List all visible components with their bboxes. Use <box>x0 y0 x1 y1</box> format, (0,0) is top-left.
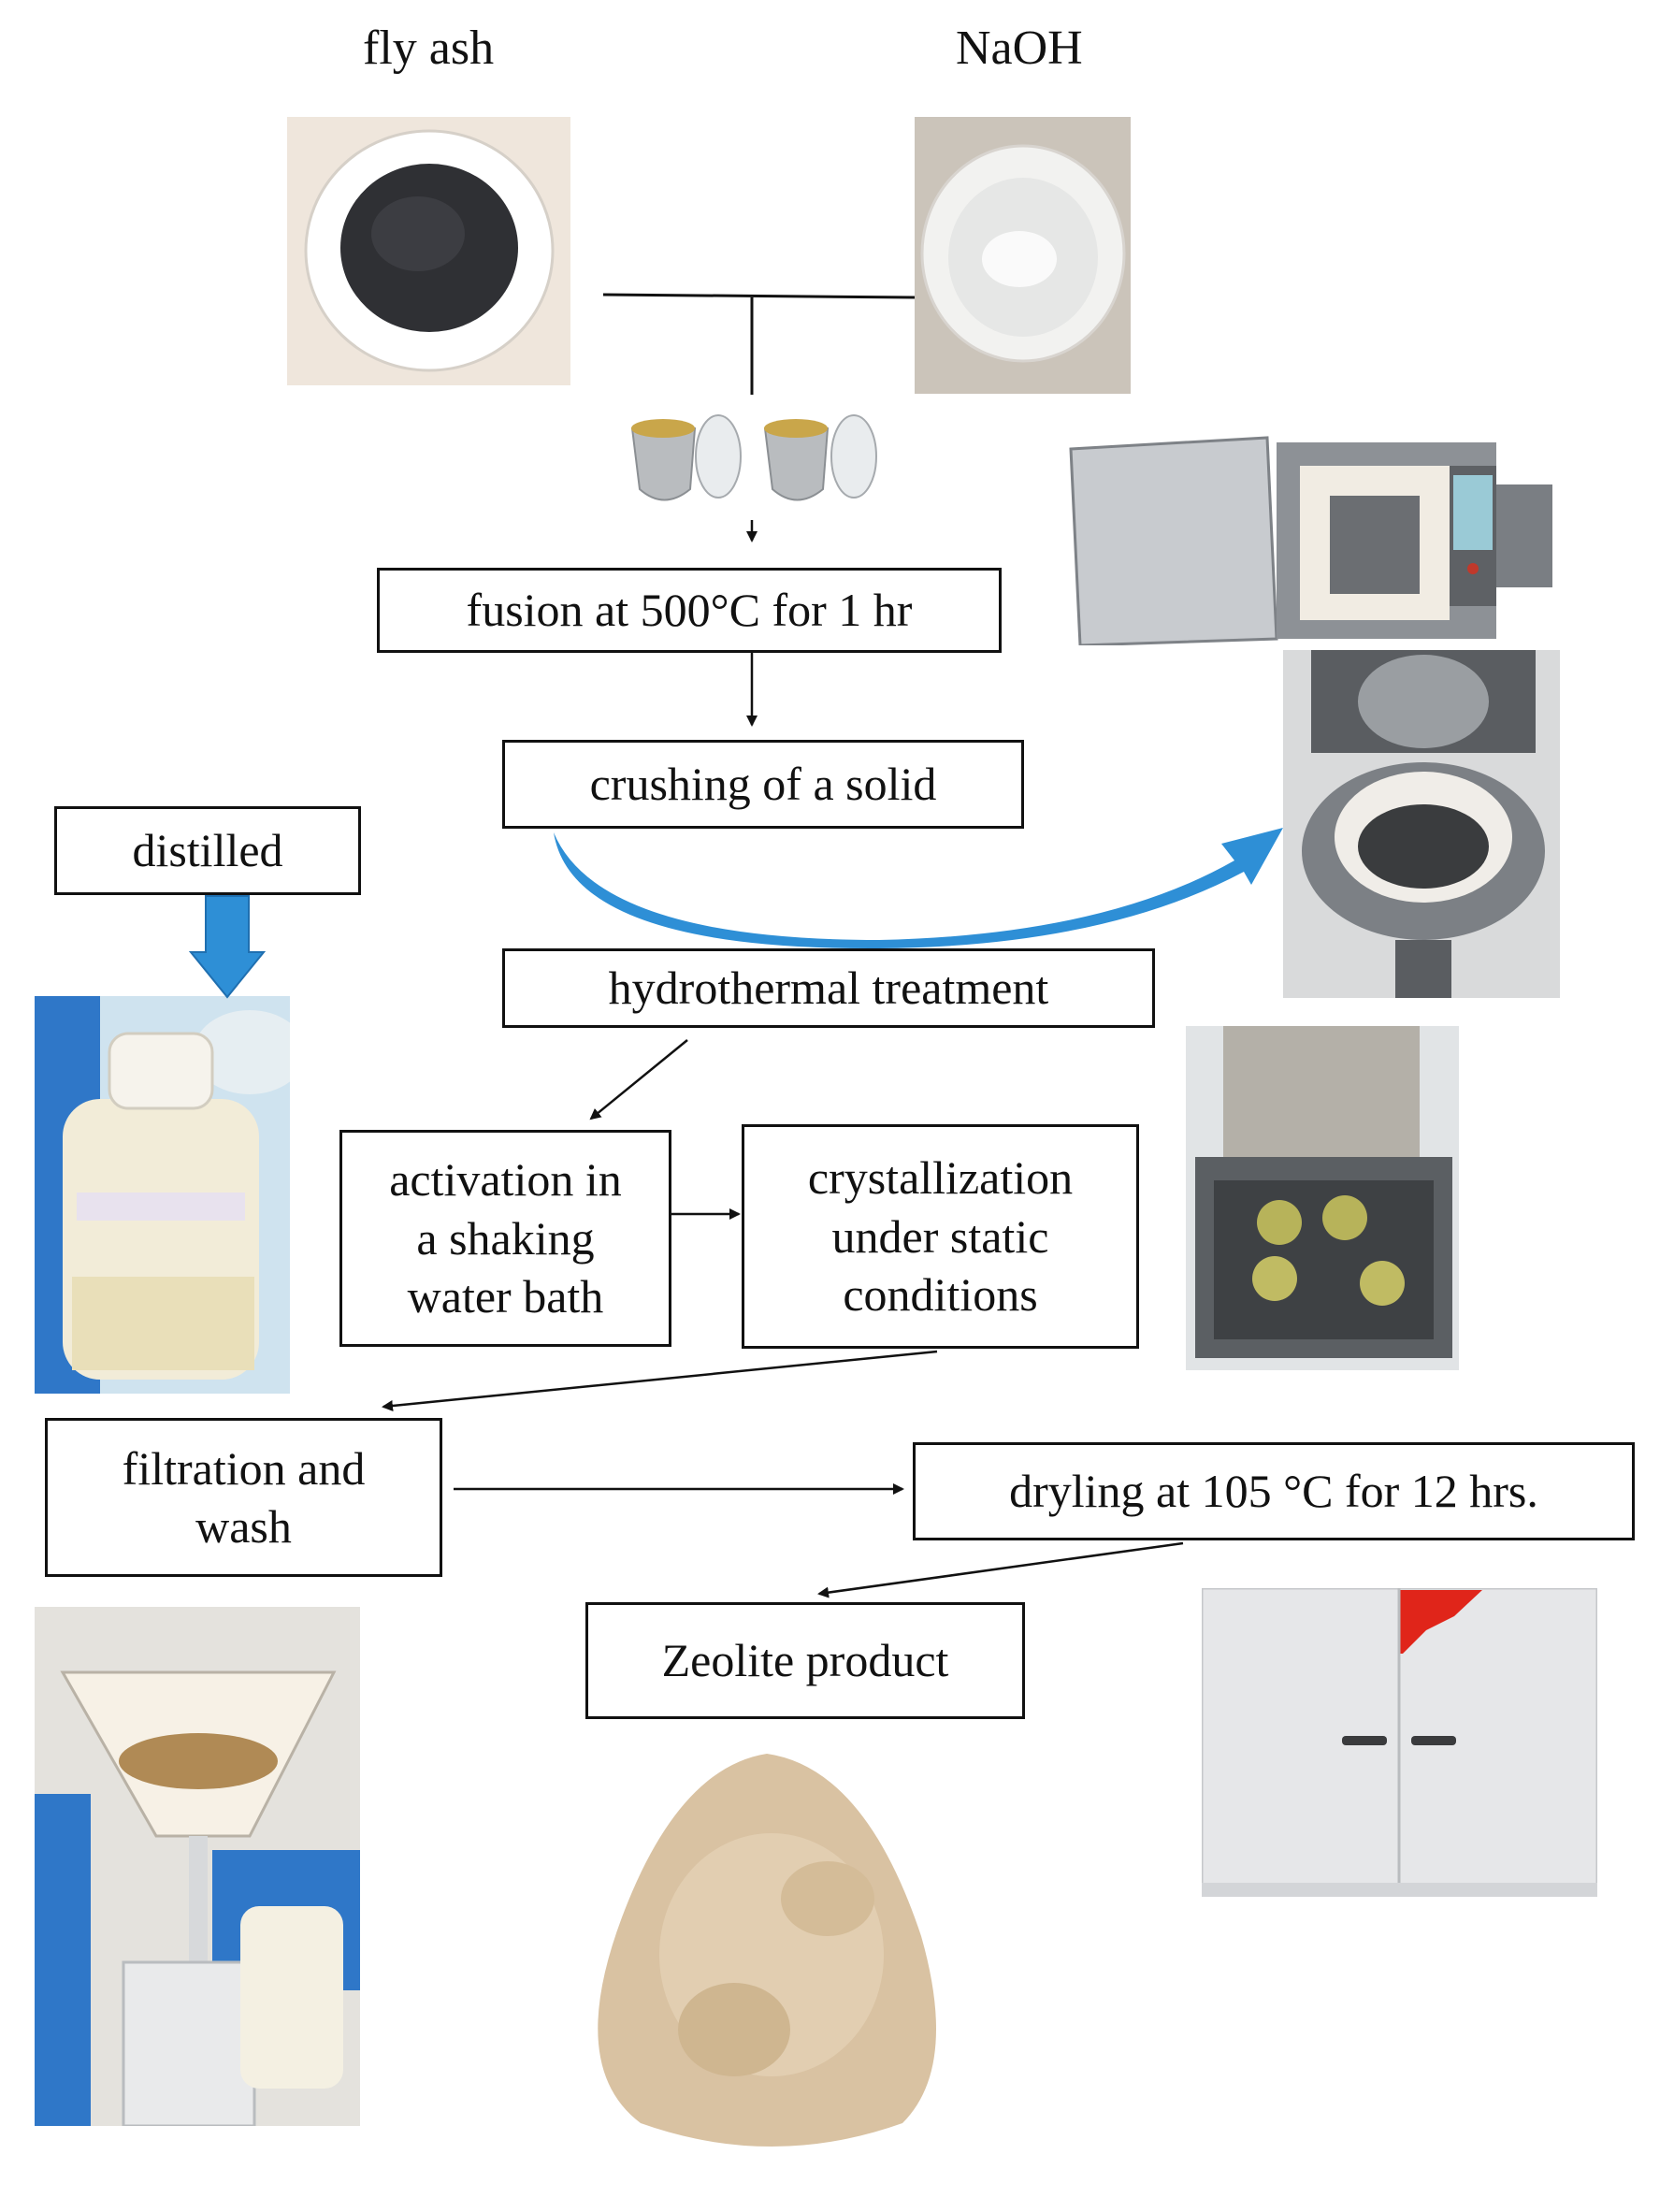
hydrothermal-step: hydrothermal treatment <box>502 948 1155 1028</box>
zeolite-powder-photo <box>566 1730 968 2170</box>
water-bottle-photo <box>35 996 290 1394</box>
drying-step: dryling at 105 °C for 12 hrs. <box>913 1442 1635 1540</box>
fly-ash-bowl-photo <box>287 117 570 385</box>
zeolite-product-step: Zeolite product <box>585 1602 1025 1719</box>
crucibles-photo <box>625 400 896 513</box>
muffle-furnace-photo <box>1066 428 1562 645</box>
filtration-step: filtration and wash <box>45 1418 442 1577</box>
filtration-photo <box>35 1607 360 2126</box>
fly-ash-label: fly ash <box>363 22 495 75</box>
naoh-bowl-photo <box>915 117 1131 394</box>
naoh-label: NaOH <box>956 22 1083 75</box>
drying-oven-photo <box>1202 1588 1597 1897</box>
crystallization-step: crystallization under static conditions <box>742 1124 1139 1349</box>
water-bath-photo <box>1186 1026 1459 1370</box>
activation-step: activation in a shaking water bath <box>339 1130 671 1347</box>
distilled-step: distilled <box>54 806 361 895</box>
crushing-step: crushing of a solid <box>502 740 1024 829</box>
fusion-step: fusion at 500°C for 1 hr <box>377 568 1002 653</box>
mill-photo <box>1283 650 1560 998</box>
